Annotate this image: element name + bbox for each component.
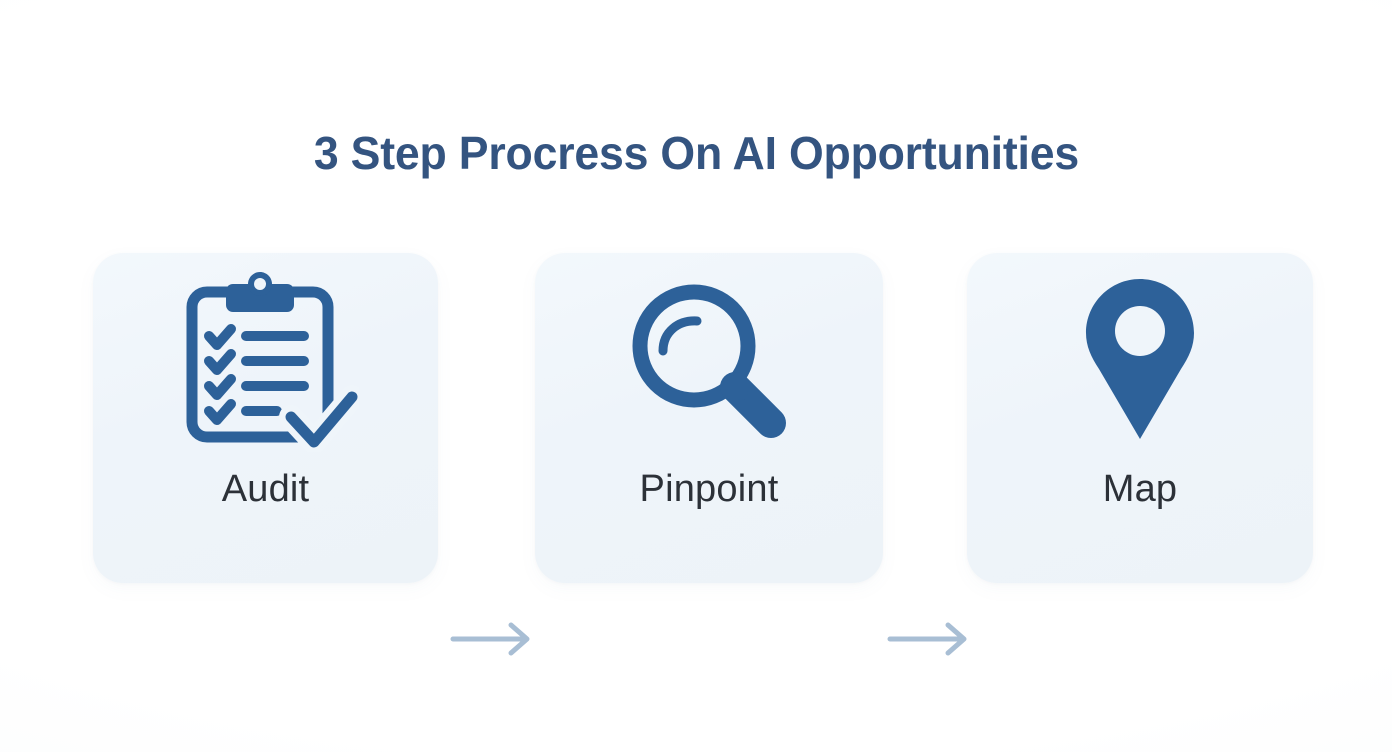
clipboard-checklist-icon [173,270,364,457]
step-icon-slot-pinpoint [535,253,883,468]
step-icon-slot-audit [93,253,438,468]
magnifying-glass-icon [623,275,795,452]
step-icon-slot-map [967,253,1313,468]
step-card-pinpoint[interactable]: Pinpoint [535,253,883,583]
arrow-right-icon [886,619,978,659]
step-label-pinpoint: Pinpoint [639,468,779,510]
page-title: 3 Step Procress On AI Opportunities [313,126,1079,179]
arrow-right-icon [449,619,541,659]
step-label-audit: Audit [221,468,310,510]
map-pin-icon [1078,273,1202,454]
step-card-audit[interactable]: Audit [93,253,438,583]
step-label-map: Map [1102,468,1178,510]
process-flow: Audit Pinpoint [0,253,1392,656]
title-container: 3 Step Procress On AI Opportunities [0,96,1392,211]
step-card-map[interactable]: Map [967,253,1313,583]
